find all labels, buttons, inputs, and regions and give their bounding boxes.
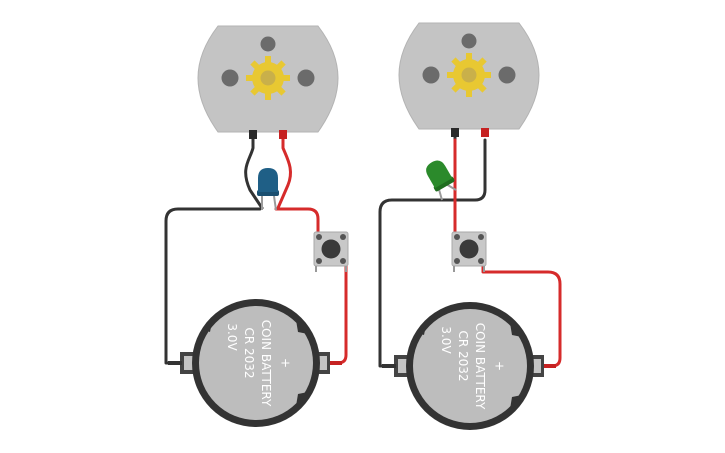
push-button-right[interactable] (451, 231, 487, 272)
battery-label-line1: COIN BATTERY (259, 320, 273, 407)
battery-face (199, 306, 313, 420)
motor-hole-top (260, 36, 276, 52)
coin-battery-left: + COIN BATTERY CR 2032 3.0V (168, 299, 342, 427)
circuit-left: + COIN BATTERY CR 2032 3.0V (164, 25, 349, 427)
wire-black-to-battery-left (164, 207, 262, 365)
battery-label-line3: 3.0V (439, 326, 453, 354)
motor-terminal-red (481, 128, 489, 137)
motor-terminal-black (451, 128, 459, 137)
button-cap[interactable] (321, 239, 341, 259)
motor-terminal-red (279, 130, 287, 139)
led-dome (426, 160, 453, 189)
motor-hole-left (422, 66, 440, 84)
battery-label-line2: CR 2032 (456, 330, 470, 381)
wires-left (164, 136, 348, 365)
battery-label-line1: COIN BATTERY (473, 323, 487, 410)
battery-plus-sign: + (493, 361, 507, 371)
push-button-left[interactable] (313, 231, 349, 272)
wire-motor-red-left (276, 136, 292, 210)
wire-motor-black-left (244, 136, 264, 210)
gear-icon (447, 53, 491, 97)
led-left (257, 168, 279, 211)
circuit-right: + COIN BATTERY CR 2032 3.0V (378, 22, 562, 430)
dc-motor-left (197, 25, 339, 139)
dc-motor-right (398, 22, 540, 137)
coin-battery-right: + COIN BATTERY CR 2032 3.0V (382, 302, 556, 430)
wire-button-to-battery-left (331, 264, 348, 365)
led-base (433, 176, 455, 192)
motor-hole-right (498, 66, 516, 84)
wire-black-right (378, 138, 487, 368)
motor-hole-top (461, 33, 477, 49)
battery-label-line3: 3.0V (225, 323, 239, 351)
battery-label-line2: CR 2032 (242, 327, 256, 378)
battery-face (413, 309, 527, 423)
motor-terminal-black (249, 130, 257, 139)
motor-hole-right (297, 69, 315, 87)
led-dome (258, 168, 278, 192)
gear-icon (246, 56, 290, 100)
button-cap[interactable] (459, 239, 479, 259)
battery-plus-sign: + (279, 358, 293, 368)
led-right (426, 160, 457, 201)
motor-hole-left (221, 69, 239, 87)
wire-red-to-button-left (274, 207, 320, 234)
